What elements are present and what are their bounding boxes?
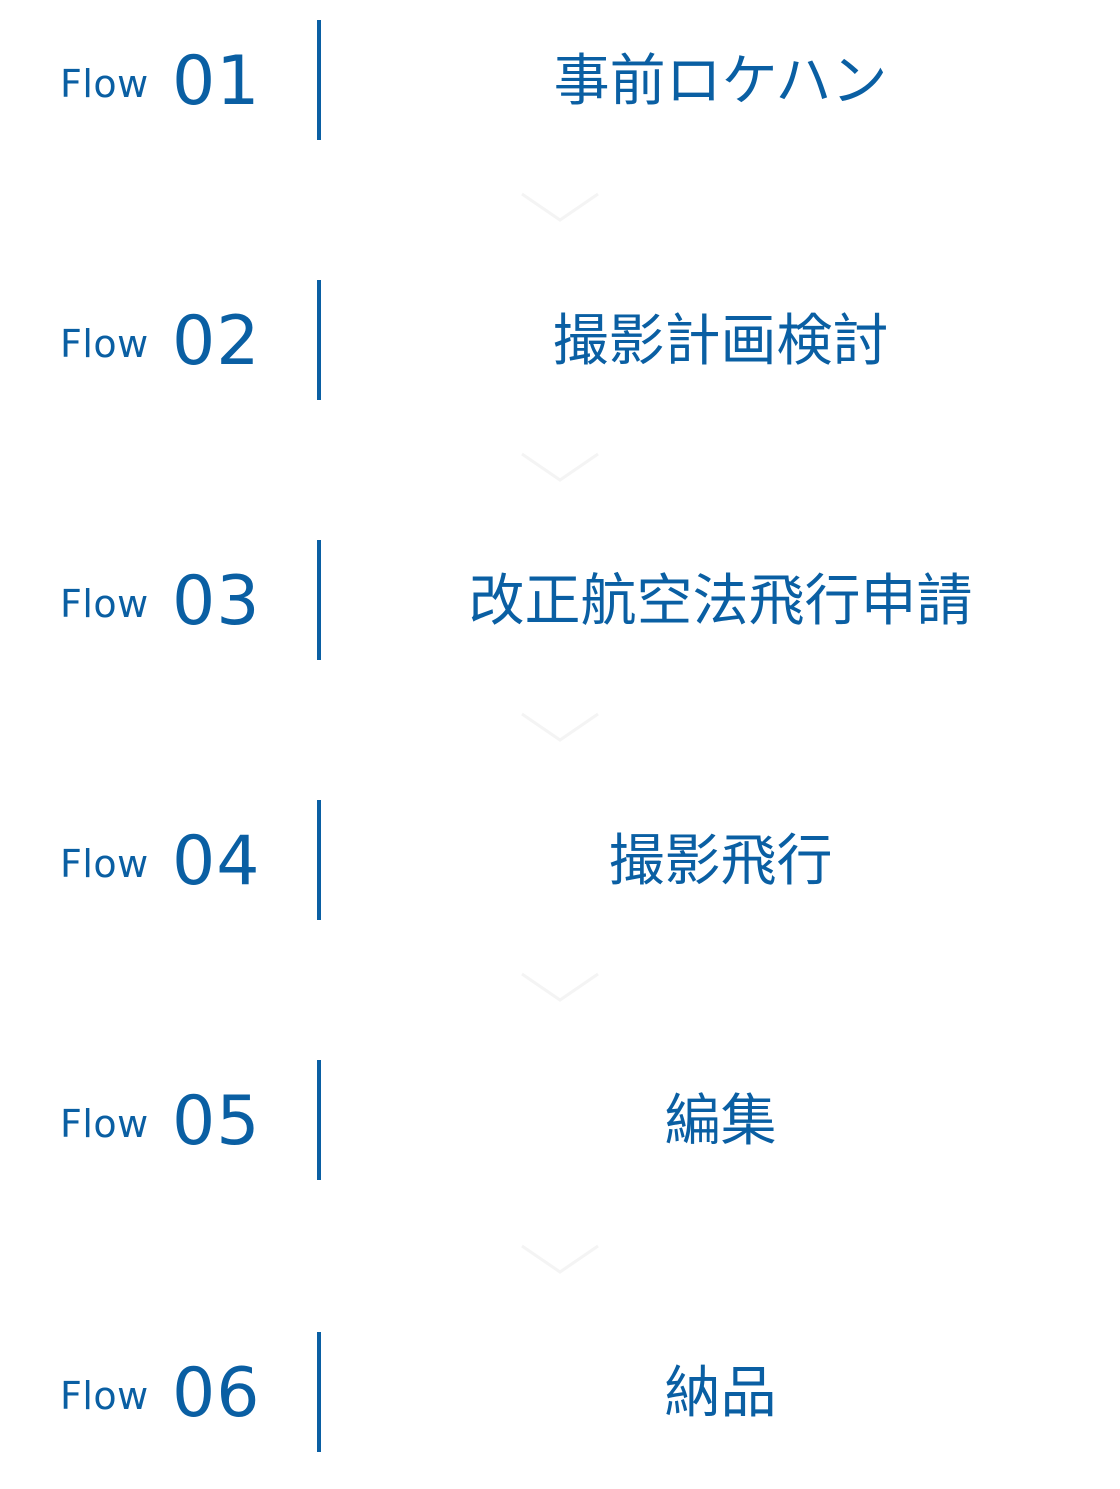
flow-title: 撮影計画検討 (552, 309, 889, 374)
flow-number: 03 (172, 562, 261, 641)
flow-divider (317, 800, 321, 920)
flow-number: 05 (172, 1082, 261, 1161)
flow-divider (317, 1332, 321, 1452)
flow-divider (317, 540, 321, 660)
flow-step-06: Flow 06 納品 (0, 1332, 1120, 1452)
chevron-down-icon (521, 1244, 599, 1274)
flow-label: Flow (60, 582, 149, 626)
chevron-down-icon (521, 712, 599, 742)
flow-label: Flow (60, 1374, 149, 1418)
flow-label: Flow (60, 322, 149, 366)
chevron-down-icon (521, 972, 599, 1002)
flow-step-04: Flow 04 撮影飛行 (0, 800, 1120, 920)
flow-number: 01 (172, 42, 261, 121)
flow-title: 納品 (664, 1361, 777, 1426)
flow-step-02: Flow 02 撮影計画検討 (0, 280, 1120, 400)
chevron-down-icon (521, 452, 599, 482)
flow-step-01: Flow 01 事前ロケハン (0, 20, 1120, 140)
chevron-down-icon (521, 192, 599, 222)
flow-label: Flow (60, 62, 149, 106)
flow-label: Flow (60, 842, 149, 886)
flow-title: 事前ロケハン (553, 49, 888, 114)
flow-step-03: Flow 03 改正航空法飛行申請 (0, 540, 1120, 660)
flow-divider (317, 280, 321, 400)
flow-title: 撮影飛行 (608, 829, 833, 894)
flow-number: 02 (172, 302, 261, 381)
flow-title: 改正航空法飛行申請 (468, 569, 973, 634)
flow-number: 06 (172, 1354, 261, 1433)
flow-label: Flow (60, 1102, 149, 1146)
flow-step-05: Flow 05 編集 (0, 1060, 1120, 1180)
flow-number: 04 (172, 822, 261, 901)
flow-title: 編集 (664, 1089, 777, 1154)
flow-divider (317, 1060, 321, 1180)
flow-divider (317, 20, 321, 140)
